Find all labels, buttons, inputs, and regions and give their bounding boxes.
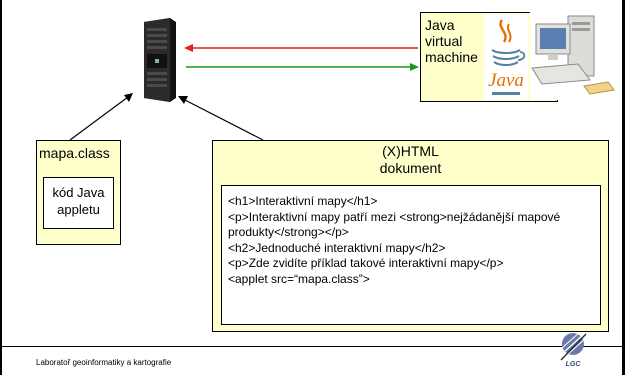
html-to-server-arrowhead [178,96,188,104]
code-line: <h2>Jednoduché interaktivní mapy</h2> [228,240,446,255]
java-applet-code-box: kód Java appletu [43,177,114,229]
server-icon [144,18,176,102]
lgc-logo-text: LGC [566,361,582,368]
html-source-code: <h1>Interaktivní mapy</h1> <p>Interaktiv… [221,185,601,325]
response-arrowhead [410,63,419,71]
applet-code-line: kód Java [52,185,105,200]
right-frame-rule [622,0,625,375]
code-line: <p>Zde zvidíte příklad takové interaktiv… [228,256,504,270]
jvm-label-line: machine [425,49,478,65]
mapa-to-server-arrow [69,96,129,141]
code-line: <h1>Interaktivní mapy</h1> [228,194,378,208]
applet-code-line: appletu [57,202,100,217]
code-line: <applet src=“mapa.class”> [228,271,370,286]
footer-lab-name: Laboratoř geoinformatiky a kartografie [36,358,172,367]
jvm-label: Java virtual machine [425,17,478,65]
request-arrowhead [184,44,193,52]
html-title-line: (X)HTML [382,143,439,159]
mapa-class-box: mapa.class kód Java appletu [36,140,121,245]
mapa-class-title: mapa.class [39,145,110,161]
mapa-to-server-arrowhead [124,93,133,102]
java-cup-icon: Java [484,14,528,100]
lgc-logo-icon: LGC [560,331,587,368]
html-document-title: (X)HTML dokument [213,143,608,177]
code-line: <p>Interaktivní mapy patří mezi <strong>… [228,209,564,240]
java-logo-text: Java [488,70,524,91]
bottom-frame-rule [0,346,625,347]
jvm-label-line: Java [425,17,455,33]
jvm-label-line: virtual [425,33,463,49]
html-to-server-arrow [182,98,264,141]
html-title-line: dokument [379,160,442,176]
left-frame-rule [0,0,2,375]
desktop-computer-icon [530,12,616,100]
html-document-box: (X)HTML dokument <h1>Interaktivní mapy</… [212,140,609,332]
